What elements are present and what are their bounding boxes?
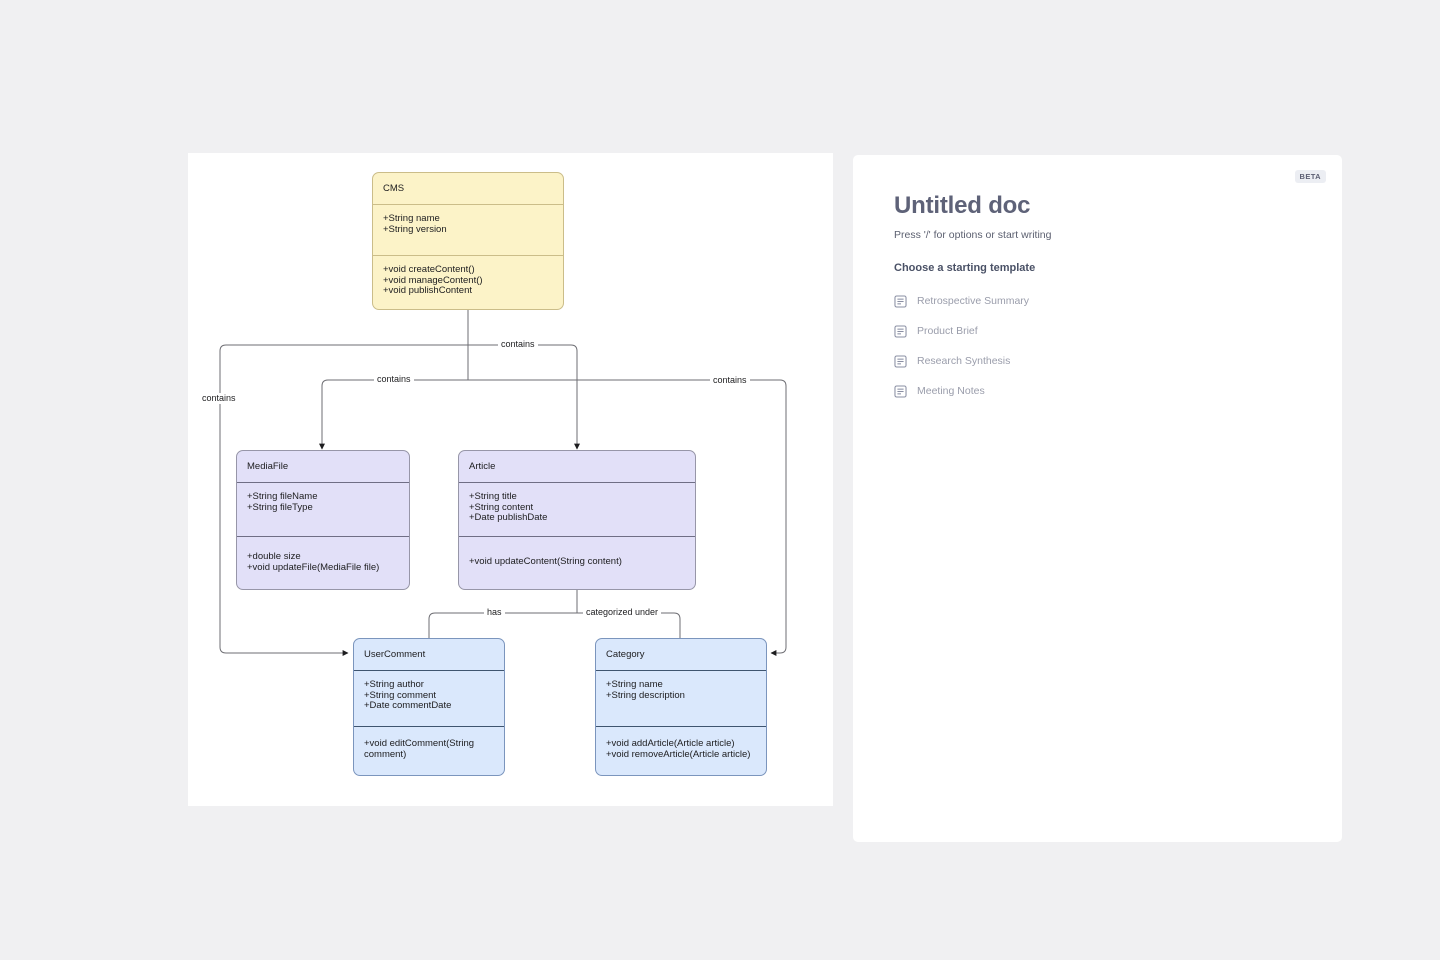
class-divider — [596, 726, 766, 728]
beta-badge: BETA — [1294, 170, 1326, 183]
edge-label-cms-mediafile: contains — [374, 374, 414, 385]
class-box-usercomment[interactable]: UserComment +String author +String comme… — [353, 638, 505, 776]
class-box-mediafile[interactable]: MediaFile +String fileName +String fileT… — [236, 450, 410, 590]
document-body: Untitled doc Press '/' for options or st… — [894, 192, 1312, 406]
class-divider — [354, 726, 504, 728]
edge-label-cms-category: contains — [710, 375, 750, 386]
class-attributes-article: +String title +String content +Date publ… — [469, 491, 548, 523]
class-attributes-cms: +String name +String version — [383, 213, 447, 235]
diagram-canvas-panel[interactable]: CMS +String name +String version +void c… — [188, 153, 833, 806]
document-icon — [894, 354, 907, 368]
class-divider — [237, 536, 409, 538]
edge-label-cms-usercomment: contains — [199, 393, 239, 404]
edge-label-article-usercomment: has — [484, 607, 505, 618]
class-divider — [373, 255, 563, 257]
class-divider — [237, 482, 409, 484]
edge-label-article-category: categorized under — [583, 607, 662, 618]
class-name-category: Category — [606, 649, 645, 660]
template-item-product-brief[interactable]: Product Brief — [894, 316, 1312, 346]
class-name-cms: CMS — [383, 183, 405, 194]
class-methods-usercomment: +void editComment(String comment) — [364, 738, 475, 760]
template-item-meeting-notes[interactable]: Meeting Notes — [894, 376, 1312, 406]
edge-label-cms-article: contains — [498, 339, 538, 350]
class-methods-cms: +void createContent() +void manageConten… — [383, 264, 483, 296]
class-name-mediafile: MediaFile — [247, 461, 289, 472]
template-item-research-synthesis[interactable]: Research Synthesis — [894, 346, 1312, 376]
template-item-retrospective-summary[interactable]: Retrospective Summary — [894, 286, 1312, 316]
document-editor-panel[interactable]: BETA Untitled doc Press '/' for options … — [853, 155, 1342, 842]
class-divider — [354, 670, 504, 672]
document-title[interactable]: Untitled doc — [894, 192, 1031, 219]
diagram-connectors — [219, 310, 787, 656]
editor-placeholder-hint[interactable]: Press '/' for options or start writing — [894, 229, 1052, 241]
template-section-heading: Choose a starting template — [894, 262, 1036, 274]
class-box-cms[interactable]: CMS +String name +String version +void c… — [372, 172, 564, 310]
class-divider — [459, 482, 695, 484]
template-label: Research Synthesis — [917, 355, 1011, 367]
document-icon — [894, 324, 907, 338]
class-attributes-usercomment: +String author +String comment +Date com… — [364, 679, 452, 711]
class-methods-mediafile: +double size +void updateFile(MediaFile … — [247, 551, 380, 573]
class-divider — [373, 204, 563, 206]
class-divider — [459, 536, 695, 538]
class-attributes-category: +String name +String description — [606, 679, 685, 701]
template-label: Retrospective Summary — [917, 295, 1030, 307]
class-methods-category: +void addArticle(Article article) +void … — [606, 738, 751, 760]
class-box-category[interactable]: Category +String name +String descriptio… — [595, 638, 767, 776]
class-name-article: Article — [469, 461, 496, 472]
class-attributes-mediafile: +String fileName +String fileType — [247, 491, 318, 513]
document-icon — [894, 384, 907, 398]
class-name-usercomment: UserComment — [364, 649, 426, 660]
document-icon — [894, 294, 907, 308]
class-divider — [596, 670, 766, 672]
template-label: Product Brief — [917, 325, 978, 337]
class-box-article[interactable]: Article +String title +String content +D… — [458, 450, 696, 590]
template-label: Meeting Notes — [917, 385, 985, 397]
class-methods-article: +void updateContent(String content) — [469, 556, 622, 568]
